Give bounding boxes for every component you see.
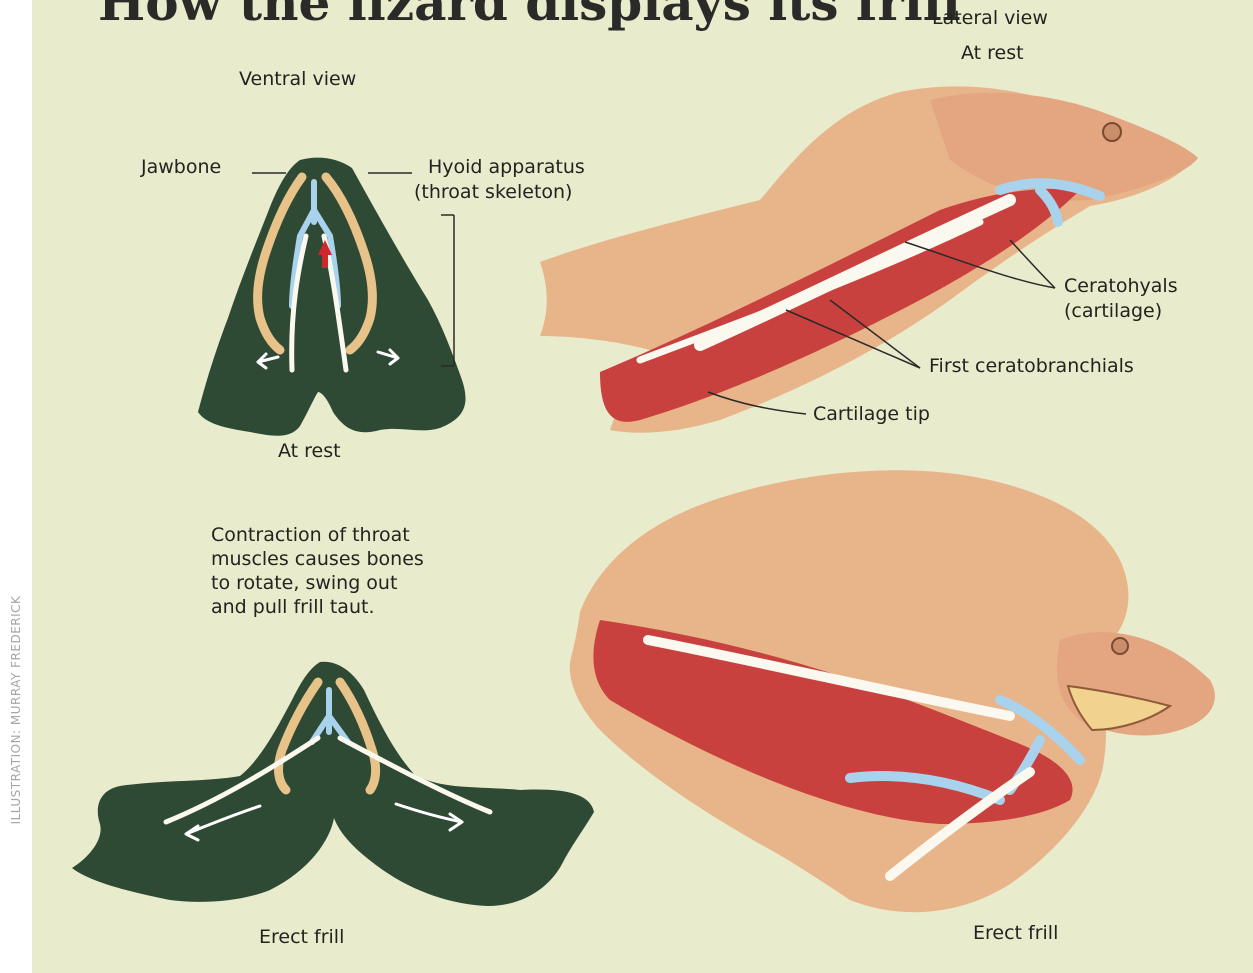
first-ceratobranchials-label: First ceratobranchials <box>929 355 1134 379</box>
ventral-at-rest-label: At rest <box>278 440 341 464</box>
lateral-erect-eye <box>1112 638 1128 654</box>
ventral-erect-frill <box>72 662 594 906</box>
ceratohyals-label: Ceratohyals <box>1064 275 1178 299</box>
caption-line-3: to rotate, swing out <box>211 571 424 595</box>
caption-line-2: muscles causes bones <box>211 547 424 571</box>
lateral-view-heading: Lateral view <box>932 7 1048 31</box>
ventral-erect-frill-label: Erect frill <box>259 926 344 950</box>
jawbone-label: Jawbone <box>141 156 221 180</box>
lateral-erect-frill-label: Erect frill <box>973 922 1058 946</box>
caption-line-4: and pull frill taut. <box>211 595 424 619</box>
contraction-caption: Contraction of throat muscles causes bon… <box>211 523 424 619</box>
ceratohyals-sublabel: (cartilage) <box>1064 300 1162 324</box>
ventral-view-heading: Ventral view <box>239 68 356 92</box>
lateral-at-rest-drawing <box>540 86 1198 432</box>
hyoid-apparatus-label: Hyoid apparatus <box>428 156 585 180</box>
ventral-erect-drawing <box>72 662 594 906</box>
cartilage-tip-label: Cartilage tip <box>813 403 930 427</box>
lateral-at-rest-label: At rest <box>961 42 1024 66</box>
lateral-erect-drawing <box>570 470 1215 912</box>
hyoid-apparatus-sublabel: (throat skeleton) <box>414 181 572 205</box>
caption-line-1: Contraction of throat <box>211 523 424 547</box>
lateral-rest-eye <box>1103 123 1121 141</box>
